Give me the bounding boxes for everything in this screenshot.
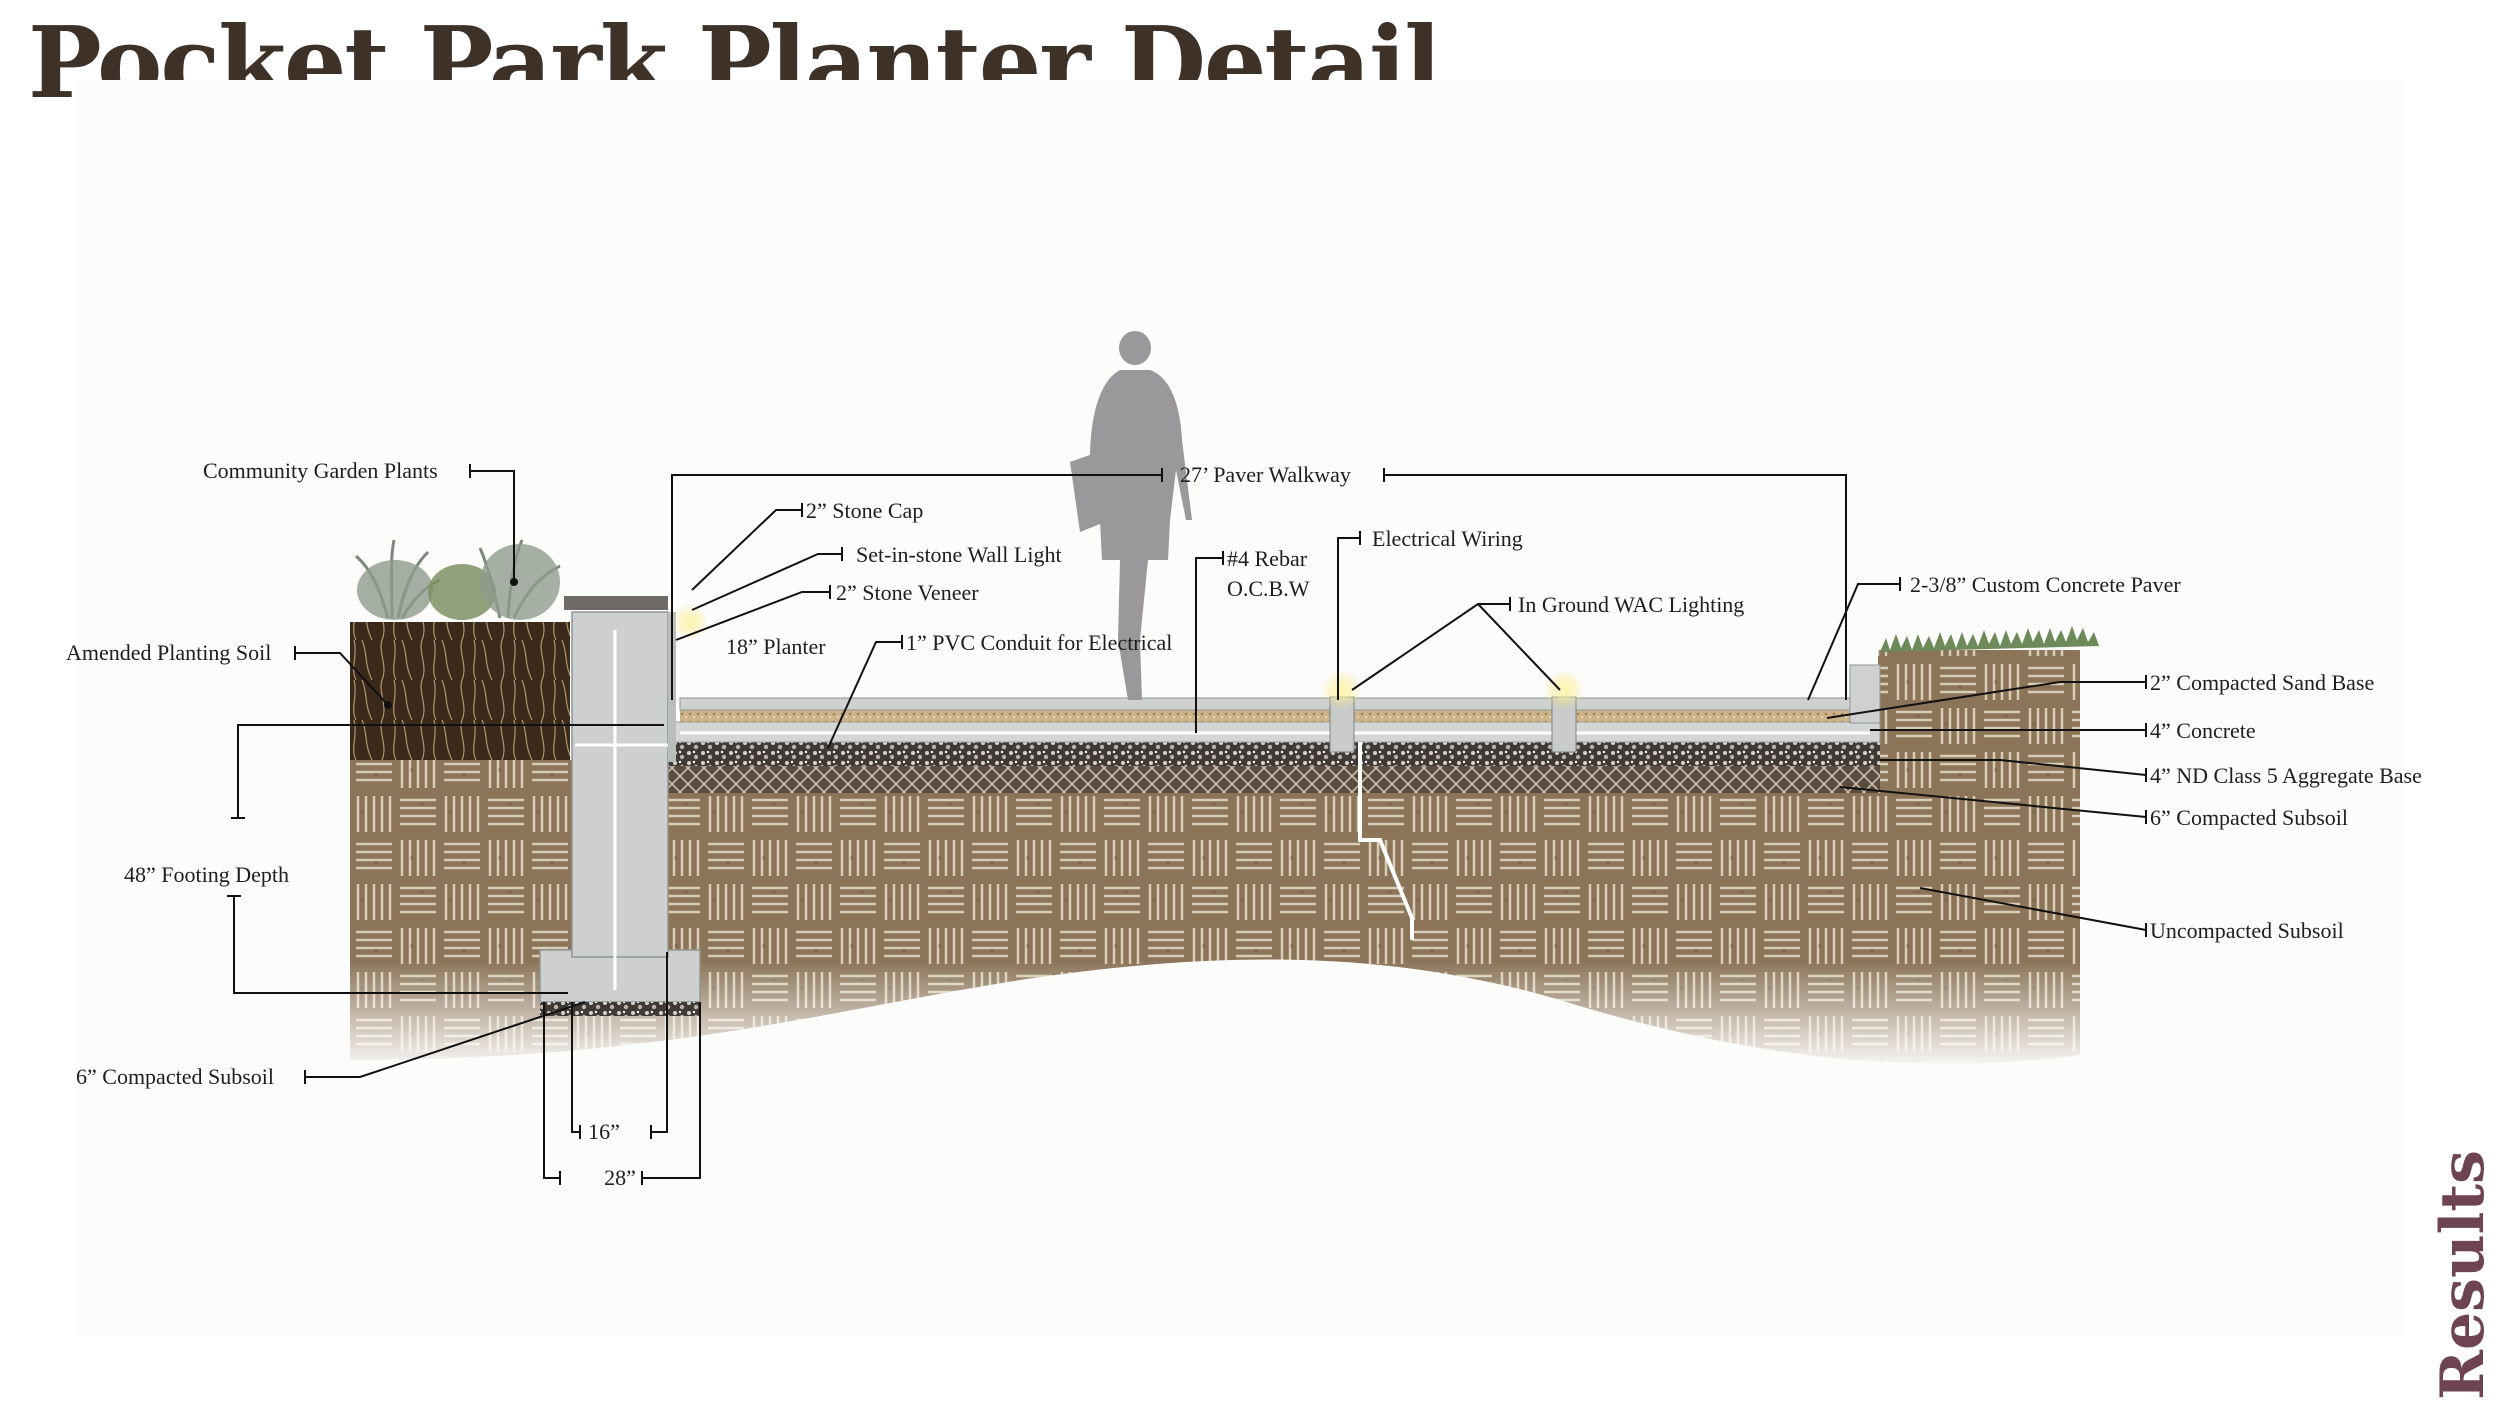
aggregate-base-layer [668,740,1880,766]
label-uncompacted-subsoil: Uncompacted Subsoil [2150,918,2344,943]
label-custom-paver: 2-3/8” Custom Concrete Paver [1910,572,2181,597]
community-garden-plants [355,539,561,620]
label-compacted-subsoil-right: 6” Compacted Subsoil [2150,805,2348,830]
label-stone-cap: 2” Stone Cap [806,498,923,523]
label-rebar-line1: #4 Rebar [1227,546,1308,571]
sand-base-layer [680,710,1850,722]
electrical-conduit-run [1358,742,1414,940]
in-ground-light-glow-2 [1544,670,1584,710]
stone-cap [564,596,668,610]
label-footing-depth: 48” Footing Depth [124,862,289,887]
label-width-28: 28” [604,1165,636,1190]
label-planter: 18” Planter [726,634,826,659]
right-bank-grass [1880,626,2099,652]
planter-wall [571,611,669,958]
label-paver-walkway: 27’ Paver Walkway [1180,462,1351,487]
paver-layer [679,697,1851,711]
label-sand-base: 2” Compacted Sand Base [2150,670,2374,695]
label-width-16: 16” [588,1119,620,1144]
label-wall-light: Set-in-stone Wall Light [856,542,1062,567]
footing-base [539,949,701,1003]
person-silhouette [1070,331,1192,700]
label-compacted-subsoil-left: 6” Compacted Subsoil [76,1064,274,1089]
label-aggregate-base: 4” ND Class 5 Aggregate Base [2150,763,2422,788]
in-ground-light-glow-1 [1322,670,1362,710]
amended-planting-soil [350,622,570,760]
right-bank-soil [1878,650,2080,765]
compacted-subsoil-layer [668,765,1880,793]
label-rebar-line2: O.C.B.W [1227,576,1310,601]
label-community-garden-plants: Community Garden Plants [203,458,438,483]
label-stone-veneer: 2” Stone Veneer [836,580,979,605]
label-in-ground-lighting: In Ground WAC Lighting [1518,592,1744,617]
leader-lines [227,464,2147,1185]
leader-dots [384,578,518,709]
section-tab-label: Results [2428,1150,2498,1400]
section-tab-results: Results [2428,1150,2498,1400]
footing-gravel [540,1002,700,1016]
label-concrete: 4” Concrete [2150,718,2256,743]
label-pvc-conduit: 1” PVC Conduit for Electrical [906,630,1172,655]
label-amended-planting-soil: Amended Planting Soil [66,640,271,665]
label-electrical-wiring: Electrical Wiring [1372,526,1523,551]
